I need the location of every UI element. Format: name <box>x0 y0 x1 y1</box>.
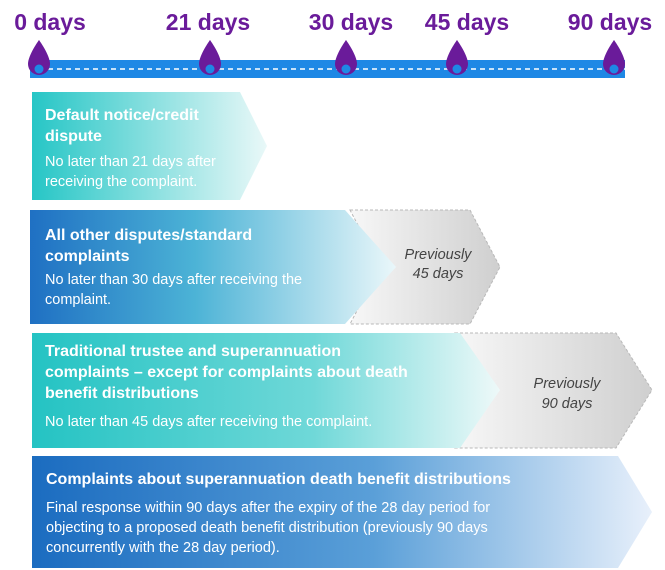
card-death-benefit: Complaints about superannuation death be… <box>32 456 652 568</box>
card-traditional-trustee: Previously 90 days Traditional trustee a… <box>32 332 653 449</box>
marker-label: 90 days <box>568 9 652 35</box>
arrow-shape <box>32 456 652 568</box>
card-body-line: concurrently with the 28 day period). <box>46 540 280 556</box>
card-title-line: Complaints about superannuation death be… <box>46 471 511 488</box>
arrow-shape <box>32 333 500 448</box>
card-body-line: Final response within 90 days after the … <box>46 500 490 516</box>
card-title-line: dispute <box>45 128 102 145</box>
card-body-line: No later than 45 days after receiving th… <box>45 414 372 430</box>
card-body-line: receiving the complaint. <box>45 174 197 190</box>
marker-label: 30 days <box>309 9 393 35</box>
arrow-shape <box>30 210 396 324</box>
card-title-line: Traditional trustee and superannuation <box>45 343 341 360</box>
marker-30-days: 30 days <box>309 9 393 75</box>
drop-icon <box>603 40 625 75</box>
previous-label: Previously <box>405 247 473 263</box>
marker-21-days: 21 days <box>166 9 250 75</box>
drop-icon <box>446 40 468 75</box>
marker-label: 21 days <box>166 9 250 35</box>
marker-label: 0 days <box>14 9 86 35</box>
drop-icon <box>335 40 357 75</box>
drop-icon <box>199 40 221 75</box>
previous-arrow <box>454 332 653 449</box>
marker-0-days: 0 days <box>14 9 86 75</box>
card-title-line: complaints – except for complaints about… <box>45 364 408 381</box>
previous-value: 90 days <box>542 396 593 412</box>
drop-icon <box>28 40 50 75</box>
timeline-bar <box>30 60 625 78</box>
arrow-shape <box>32 92 267 200</box>
card-body-line: No later than 21 days after <box>45 154 216 170</box>
card-body-line: objecting to a proposed death benefit di… <box>46 520 488 536</box>
card-title-line: Default notice/credit <box>45 107 199 124</box>
marker-45-days: 45 days <box>425 9 509 75</box>
card-default-notice: Default notice/credit dispute No later t… <box>32 92 267 200</box>
card-title-line: complaints <box>45 248 130 265</box>
previous-label: Previously <box>534 376 602 392</box>
timeline-markers: 0 days 21 days 30 days 45 days 90 days <box>14 9 652 75</box>
marker-90-days: 90 days <box>568 9 652 75</box>
card-body-line: No later than 30 days after receiving th… <box>45 272 302 288</box>
card-other-disputes: Previously 45 days All other disputes/st… <box>30 209 501 325</box>
card-body-line: complaint. <box>45 292 111 308</box>
card-title-line: benefit distributions <box>45 385 199 402</box>
previous-arrow <box>349 209 501 325</box>
card-title-line: All other disputes/standard <box>45 227 252 244</box>
previous-value: 45 days <box>413 266 464 282</box>
marker-label: 45 days <box>425 9 509 35</box>
